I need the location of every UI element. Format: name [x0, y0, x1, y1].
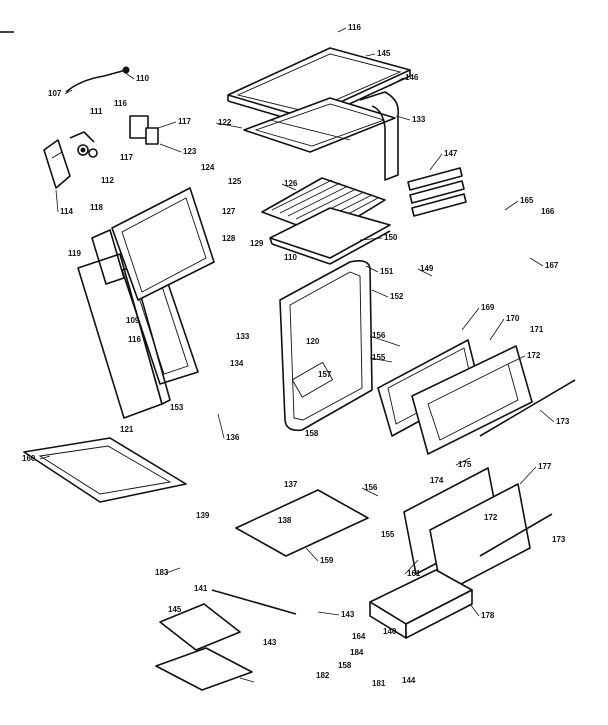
top-frame [243, 97, 396, 153]
callout-label: 114 [60, 207, 73, 216]
callout-label: 171 [530, 325, 544, 334]
drip-pan [155, 603, 253, 691]
callout-label: 153 [170, 403, 184, 412]
storage-drawer [369, 569, 473, 639]
callout-label: 141 [194, 584, 208, 593]
side-rail [407, 167, 467, 217]
terminal-block [129, 115, 159, 145]
oven-door [411, 345, 533, 455]
callout-label: 128 [222, 234, 236, 243]
drawer-panel [403, 467, 531, 595]
callout-label: 118 [90, 203, 103, 212]
callout-label: 175 [458, 460, 472, 469]
callout-label: 172 [484, 513, 498, 522]
callout-label: 143 [263, 638, 277, 647]
callout-label: 111 [90, 107, 103, 116]
callout-label: 184 [350, 648, 364, 657]
callout-label: 107 [48, 89, 62, 98]
callout-label: 137 [284, 480, 298, 489]
broiler-tray [23, 437, 187, 503]
callout-label: 119 [68, 249, 81, 258]
callout-label: 116 [128, 335, 141, 344]
callout-label: 155 [381, 530, 395, 539]
callout-label: 129 [250, 239, 264, 248]
callout-label: 173 [556, 417, 570, 426]
callout-label: 144 [402, 676, 416, 685]
door-handle [479, 379, 576, 437]
callout-label: 173 [552, 535, 566, 544]
oven-bottom [235, 489, 369, 557]
callout-label: 169 [481, 303, 495, 312]
body-wrapper [359, 91, 400, 181]
callout-label: 149 [420, 264, 434, 273]
callout-label: 164 [352, 632, 366, 641]
callout-label: 122 [218, 118, 232, 127]
callout-label: 124 [201, 163, 215, 172]
callout-label: 158 [305, 429, 319, 438]
callout-label: 177 [538, 462, 552, 471]
broiler-pan [269, 207, 391, 265]
callout-label: 121 [120, 425, 134, 434]
callout-label: 126 [284, 179, 298, 188]
callout-label: 134 [230, 359, 244, 368]
callout-label: 152 [390, 292, 404, 301]
back-panel [91, 187, 215, 301]
callout-label: 127 [222, 207, 236, 216]
callout-label: 157 [318, 370, 332, 379]
power-cord [65, 66, 130, 93]
callout-label: 145 [377, 49, 391, 58]
callout-label: 143 [341, 610, 355, 619]
callout-label: 140 [383, 627, 397, 636]
callout-label: 156 [364, 483, 378, 492]
callout-label: 117 [120, 153, 133, 162]
callout-label: 183 [155, 568, 169, 577]
callout-label: 146 [405, 73, 419, 82]
callout-label: 109 [126, 316, 140, 325]
callout-label: 133 [236, 332, 250, 341]
callout-label: 178 [481, 611, 495, 620]
callout-label: 147 [444, 149, 458, 158]
burner-tube [211, 589, 297, 615]
drawer-handle [479, 513, 553, 557]
callout-label: 182 [316, 671, 330, 680]
callout-label: 167 [545, 261, 559, 270]
callout-label: 159 [320, 556, 334, 565]
callout-label: 139 [196, 511, 210, 520]
control-bracket [43, 139, 71, 189]
callout-label: 165 [520, 196, 534, 205]
callout-label: 172 [527, 351, 541, 360]
callout-label: 116 [114, 99, 127, 108]
callout-label: 174 [430, 476, 444, 485]
callout-label: 133 [412, 115, 426, 124]
callout-label: 161 [407, 569, 421, 578]
callout-label: 136 [226, 433, 240, 442]
callout-label: 158 [338, 661, 352, 670]
callout-label: 110 [136, 74, 149, 83]
callout-label: 117 [178, 117, 191, 126]
callout-label: 155 [372, 353, 386, 362]
callout-label: 116 [348, 23, 361, 32]
callout-label: 138 [278, 516, 292, 525]
callout-label: 125 [228, 177, 242, 186]
oven-liner [279, 260, 373, 432]
callout-label: 112 [101, 176, 114, 185]
callout-label: 150 [384, 233, 398, 242]
callout-label: 110 [284, 253, 297, 262]
callout-label: 156 [372, 331, 386, 340]
callout-label: 145 [168, 605, 182, 614]
callout-label: 123 [183, 147, 197, 156]
callout-label: 170 [506, 314, 520, 323]
callout-label: 181 [372, 679, 386, 688]
control-knob [69, 131, 98, 158]
callout-label: 160 [22, 454, 36, 463]
callout-label: 120 [306, 337, 320, 346]
callout-label: 151 [380, 267, 394, 276]
callout-label: 166 [541, 207, 555, 216]
callout-labels: 116 145 146 110 107 111 116 117 123 122 … [22, 23, 570, 688]
leader-lines [39, 27, 555, 683]
